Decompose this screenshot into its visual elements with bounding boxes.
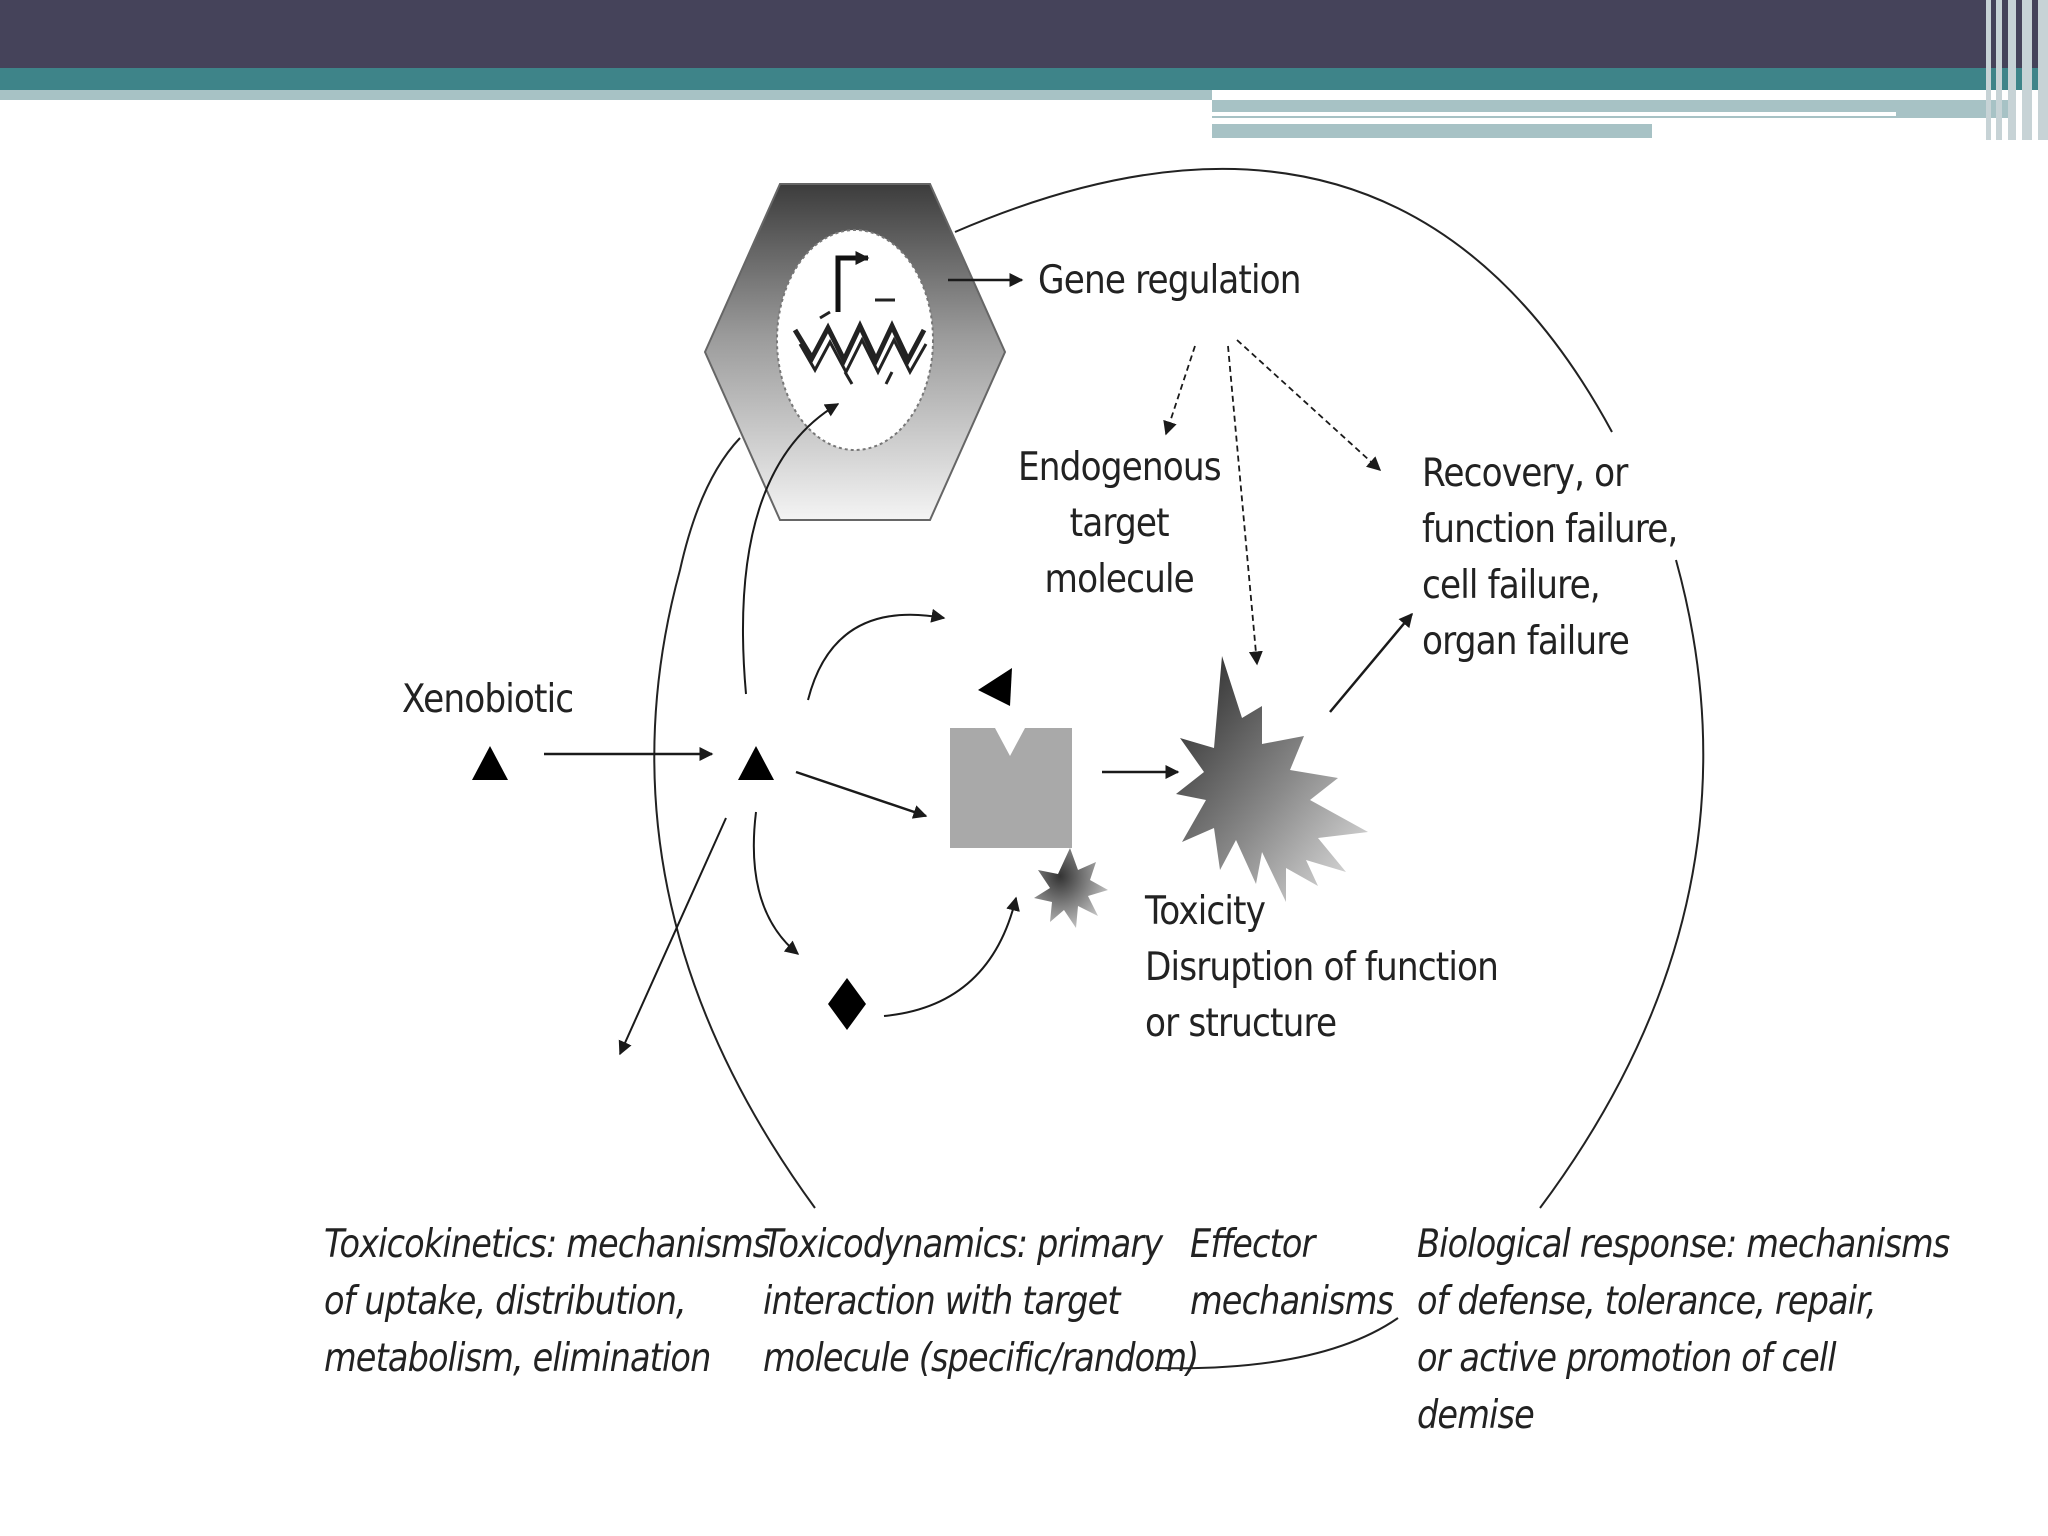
header-light-band-left — [0, 90, 1212, 100]
header-edge-stripes — [1986, 0, 2048, 140]
xenobiotic-triangle-icon — [472, 746, 508, 780]
cell-boundary-arc — [653, 167, 1705, 1209]
dna-helix-icon — [792, 298, 928, 385]
dashed-arrow-endogenous — [1163, 345, 1196, 436]
label-xenobiotic: Xenobiotic — [402, 677, 574, 722]
label-gene-regulation: Gene regulation — [1038, 258, 1301, 303]
header-teal-band — [0, 68, 2048, 90]
header-white-line — [1212, 112, 1896, 116]
effector-bracket-curve — [1154, 1317, 1399, 1370]
header-light-band-tail — [1212, 124, 1652, 138]
notched-block-icon — [950, 728, 1072, 848]
toxicity-starburst-icon — [1176, 656, 1368, 902]
transcription-start-arrow-icon — [835, 251, 870, 312]
label-recovery: Recovery, or function failure, cell fail… — [1422, 451, 1678, 664]
label-endogenous-target: Endogenous target molecule — [1018, 445, 1222, 602]
reactive-triangle-icon — [978, 668, 1012, 706]
bioactivation-arc-arrow — [807, 608, 946, 701]
caption-effector: Effector mechanisms — [1190, 1222, 1394, 1324]
triangle-to-target-arrow — [795, 770, 928, 819]
caption-toxicodynamics: Toxicodynamics: primary interaction with… — [763, 1222, 1199, 1381]
caption-toxicokinetics: Toxicokinetics: mechanisms of uptake, di… — [324, 1222, 770, 1381]
caption-biological-response: Biological response: mechanisms of defen… — [1417, 1222, 1950, 1438]
triangle-to-nucleus-arrow — [741, 403, 840, 695]
header-dark-band — [0, 0, 2048, 68]
metabolism-arc-arrow — [752, 811, 800, 955]
internal-triangle-icon — [738, 746, 774, 780]
slide-header-bar — [0, 0, 2048, 140]
small-starburst-icon — [1034, 848, 1108, 928]
dashed-arrow-recovery — [1236, 339, 1382, 471]
toxicity-to-recovery-arrow — [1329, 612, 1413, 713]
diamond-to-target-arrow — [883, 896, 1020, 1017]
dashed-arrow-toxicity — [1227, 345, 1263, 666]
diamond-icon — [828, 978, 866, 1030]
elimination-arrow — [618, 817, 727, 1056]
label-toxicity: Toxicity Disruption of function or struc… — [1145, 889, 1499, 1046]
